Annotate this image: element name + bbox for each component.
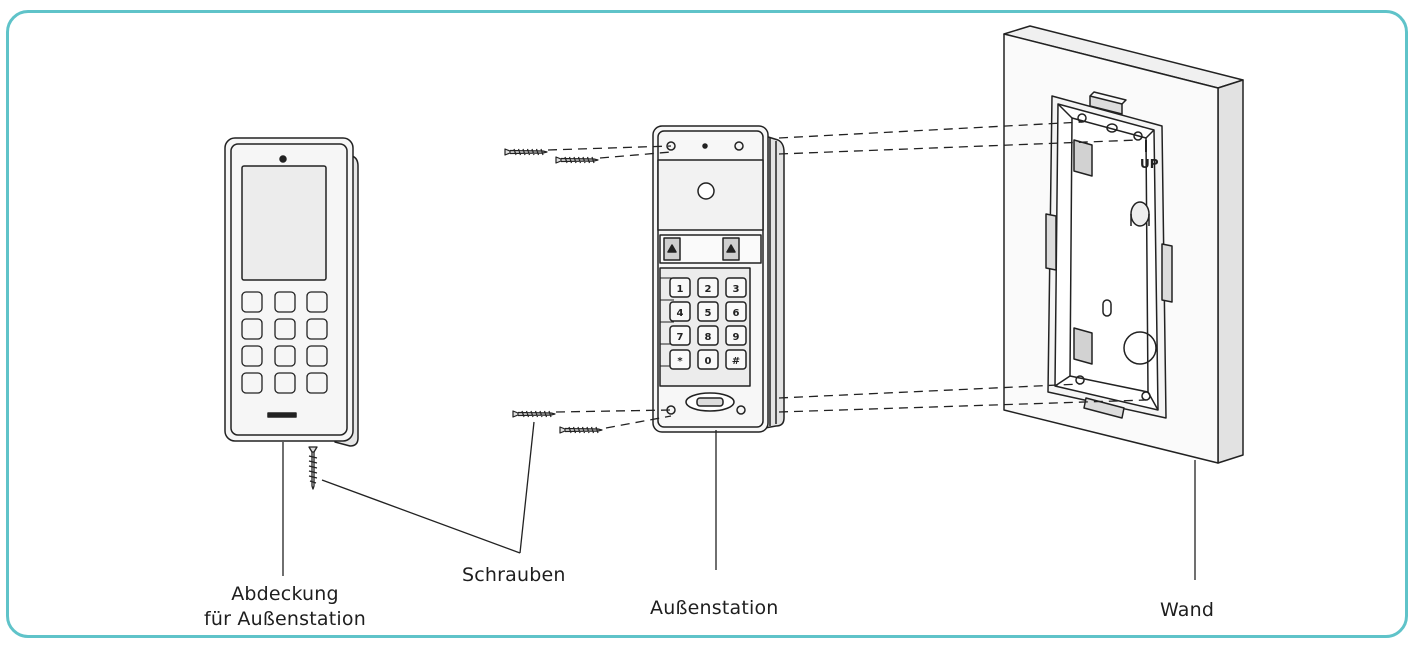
cover-screw bbox=[308, 446, 318, 490]
station-key-label: 6 bbox=[733, 308, 740, 319]
station-key bbox=[725, 301, 747, 322]
station-key-label: # bbox=[732, 356, 740, 367]
station-key bbox=[669, 301, 691, 322]
station-key-label: 4 bbox=[677, 308, 684, 319]
station-key-label: * bbox=[677, 356, 683, 367]
screw-icon bbox=[559, 426, 603, 434]
station-keypad: 1 2 3 4 5 6 7 8 9 * 0 # bbox=[669, 277, 747, 370]
cover-key-windows bbox=[241, 291, 328, 394]
station-key-label: 8 bbox=[705, 332, 712, 343]
screw-icon bbox=[555, 156, 599, 164]
label-outdoor-station: Außenstation bbox=[650, 597, 779, 619]
wall-screws bbox=[504, 148, 603, 434]
cover-logo bbox=[267, 412, 297, 418]
station-key bbox=[669, 349, 691, 370]
station-key bbox=[697, 277, 719, 298]
station-bottom-mount bbox=[666, 392, 746, 415]
station-key-label: 7 bbox=[677, 332, 684, 343]
screw-icon bbox=[504, 148, 548, 156]
flush-mount-box bbox=[1045, 91, 1173, 419]
station-key-label: 5 bbox=[705, 308, 712, 319]
label-wall: Wand bbox=[1160, 599, 1215, 621]
station-key bbox=[725, 277, 747, 298]
label-cover: Abdeckung für Außenstation bbox=[190, 582, 380, 631]
camera-lens-icon bbox=[279, 155, 287, 163]
alignment-lines bbox=[547, 121, 1147, 429]
station-camera-icon bbox=[697, 182, 715, 200]
station-key-label: 2 bbox=[705, 284, 712, 295]
station-key bbox=[725, 349, 747, 370]
leader-screw-cover bbox=[321, 479, 521, 554]
station-key-label: 3 bbox=[733, 284, 740, 295]
station-key bbox=[669, 277, 691, 298]
cover-display-window bbox=[241, 165, 327, 281]
station-key bbox=[669, 325, 691, 346]
leader-screw-station bbox=[519, 421, 535, 554]
diagram-frame bbox=[6, 10, 1408, 638]
station-key bbox=[697, 349, 719, 370]
station-key-label: 9 bbox=[733, 332, 740, 343]
leader-lines bbox=[282, 421, 1196, 580]
station-key bbox=[697, 325, 719, 346]
station-cover bbox=[224, 137, 359, 447]
label-cover-line1: Abdeckung bbox=[231, 583, 339, 605]
screw-icon bbox=[512, 410, 556, 418]
station-key bbox=[725, 325, 747, 346]
label-cover-line2: für Außenstation bbox=[204, 607, 366, 630]
station-key bbox=[697, 301, 719, 322]
station-key-label: 0 bbox=[705, 356, 712, 367]
box-up-marking: UP bbox=[1140, 157, 1159, 171]
station-key-label: 1 bbox=[677, 284, 684, 295]
label-screws: Schrauben bbox=[462, 564, 566, 586]
